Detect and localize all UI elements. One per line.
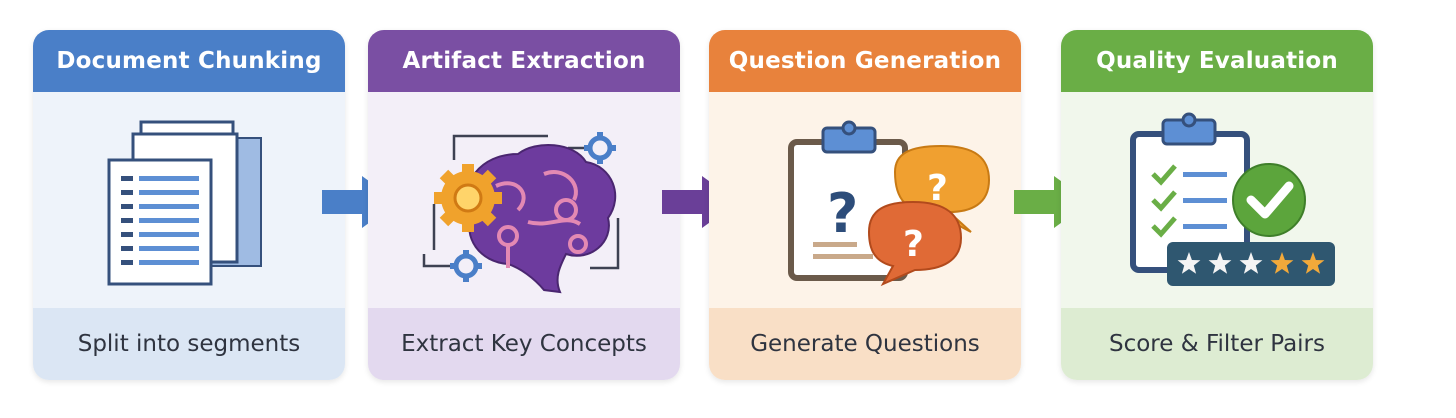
- stage-caption: Extract Key Concepts: [368, 308, 680, 380]
- clipboard-question-icon: ? ? ?: [788, 120, 991, 287]
- stage-caption: Score & Filter Pairs: [1061, 308, 1373, 380]
- stage-caption: Split into segments: [33, 308, 345, 380]
- stage-question-generation: Question Generation ? ? ? Generate Quest…: [709, 30, 1021, 380]
- star-rating: [1177, 252, 1325, 274]
- stage-document-chunking: Document Chunking Split into segments: [33, 30, 345, 380]
- stage-title: Question Generation: [709, 30, 1021, 92]
- star-icon: [1208, 252, 1232, 274]
- star-icon: [1177, 252, 1201, 274]
- svg-text:?: ?: [927, 168, 948, 209]
- star-icon: [1301, 252, 1325, 274]
- svg-text:?: ?: [827, 182, 858, 245]
- stage-artifact-extraction: Artifact Extraction: [368, 30, 680, 380]
- brain-gears-icon: [422, 132, 620, 294]
- checklist-rating-icon: [1130, 112, 1335, 286]
- stage-title: Quality Evaluation: [1061, 30, 1373, 92]
- stage-quality-evaluation: Quality Evaluation Score & Filter Pairs: [1061, 30, 1373, 380]
- stage-caption: Generate Questions: [709, 308, 1021, 380]
- svg-text:?: ?: [903, 224, 924, 265]
- stage-title: Artifact Extraction: [368, 30, 680, 92]
- star-icon: [1270, 252, 1294, 274]
- star-icon: [1239, 252, 1263, 274]
- stage-title: Document Chunking: [33, 30, 345, 92]
- stacked-documents-icon: [107, 120, 262, 286]
